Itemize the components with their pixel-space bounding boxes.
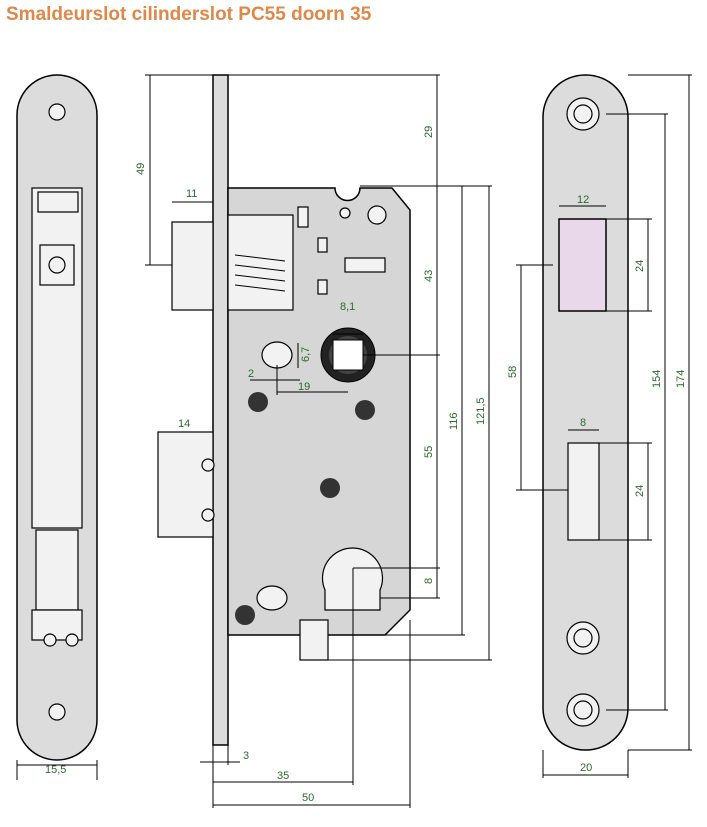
screw-hole-top <box>48 103 66 121</box>
dim-backset-pc: 55 <box>423 446 435 458</box>
dim-follower-square: 8,1 <box>340 301 355 313</box>
dim-body-to-follower: 43 <box>423 270 435 282</box>
dim-cyl-to-bottom: 8 <box>423 578 435 584</box>
dim-hole-offset: 2 <box>248 368 254 380</box>
dim-latch-depth: 11 <box>186 188 197 200</box>
dim-body-height: 116 <box>448 412 460 430</box>
dim-hole-distance: 19 <box>298 381 310 393</box>
dim-latch-top: 49 <box>135 163 147 175</box>
dead-bolt <box>157 431 214 538</box>
page-title: Smaldeurslot cilinderslot PC55 doorn 35 <box>6 4 372 25</box>
latch-opening <box>558 218 607 312</box>
dim-screw-distance: 154 <box>651 370 663 388</box>
dim-top-to-body: 29 <box>423 126 435 138</box>
dim-bolt-depth: 14 <box>178 418 190 430</box>
dim-case-depth: 50 <box>302 792 314 804</box>
dim-left-plate-width: 15,5 <box>45 764 66 776</box>
lock-case-side-view <box>157 74 411 746</box>
screw-hole-bottom <box>48 703 66 721</box>
dim-hole-height: 6,7 <box>300 347 312 362</box>
dim-plate-thickness: 3 <box>243 750 249 762</box>
dim-striker-height: 174 <box>675 370 687 388</box>
dim-opening-distance: 58 <box>507 366 519 378</box>
latch-bolt <box>171 221 214 311</box>
striker-plate-view <box>516 74 692 778</box>
front-faceplate-view <box>16 74 98 780</box>
dim-latch-opening-height: 24 <box>634 260 646 272</box>
dim-bolt-opening-width: 8 <box>580 417 586 429</box>
dim-latch-opening-width: 12 <box>577 194 589 206</box>
bolt-opening <box>567 442 600 541</box>
dim-backset: 35 <box>277 770 289 782</box>
dimension-lines <box>145 74 492 808</box>
dim-total-body: 121,5 <box>475 397 487 425</box>
dim-bolt-opening-height: 24 <box>634 485 646 497</box>
dim-striker-width: 20 <box>580 762 592 774</box>
